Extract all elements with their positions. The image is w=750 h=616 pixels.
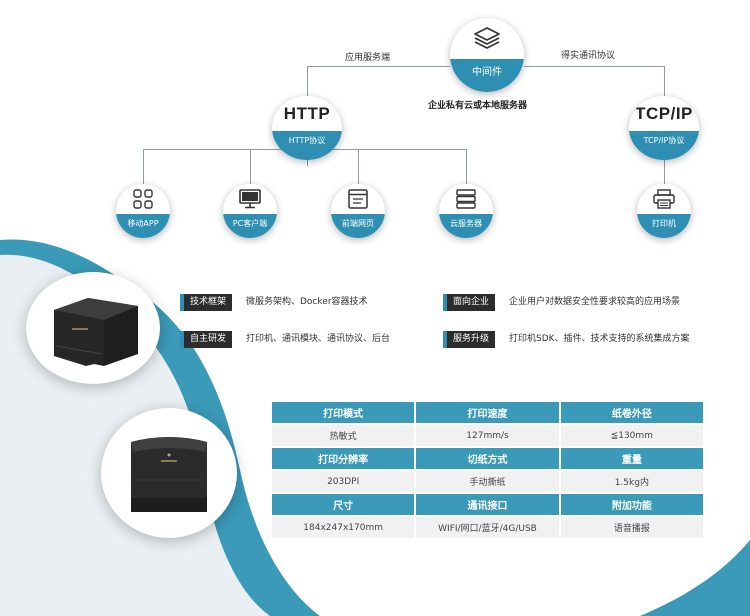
- middleware-caption: 企业私有云或本地服务器: [428, 101, 528, 111]
- spec-value-row: 184x247x170mm WIFI/网口/蓝牙/4G/USB 语音播报: [269, 515, 706, 540]
- printer-label: 打印机: [652, 218, 676, 228]
- connector: [143, 149, 144, 185]
- client-label: PC客户端: [232, 218, 268, 228]
- client-label: 云服务器: [450, 218, 482, 228]
- spec-table: 打印模式 打印速度 纸卷外径 热敏式 127mm/s ≦130mm 打印分辨率 …: [269, 400, 706, 540]
- client-node-pc: PC客户端: [223, 184, 277, 238]
- spec-header-cell: 纸卷外径: [558, 400, 706, 425]
- printer-icon: [653, 189, 675, 209]
- server-icon: [456, 189, 476, 209]
- feature-text: 微服务架构、Docker容器技术: [246, 297, 368, 307]
- http-node: HTTP HTTP协议: [272, 96, 342, 160]
- spec-value-row: 203DPI 手动撕纸 1.5kg内: [269, 469, 706, 494]
- spec-value-cell: 语音播报: [558, 515, 706, 540]
- printer-photo-bottom: [101, 408, 237, 538]
- edge-label-right: 得实通讯协议: [561, 51, 616, 61]
- client-label: 移动APP: [127, 218, 159, 228]
- client-node-cloud-server: 云服务器: [439, 184, 493, 238]
- connector: [250, 149, 251, 185]
- feature-tag: 服务升级: [443, 331, 496, 348]
- connector: [307, 66, 450, 67]
- middleware-label: 中间件: [472, 66, 502, 78]
- spec-value-cell: ≦130mm: [558, 423, 706, 448]
- label-printer-icon: [131, 437, 207, 512]
- spec-value-cell: 203DPI: [269, 469, 417, 494]
- spec-value-cell: 127mm/s: [414, 423, 561, 448]
- feature-text: 打印机、通讯模块、通讯协议、后台: [246, 334, 391, 344]
- spec-header-cell: 打印分辨率: [269, 446, 417, 471]
- monitor-icon: [239, 189, 261, 209]
- connector: [524, 66, 664, 67]
- edge-label-left: 应用服务端: [345, 53, 391, 63]
- spec-value-row: 热敏式 127mm/s ≦130mm: [269, 423, 706, 448]
- spec-value-cell: 184x247x170mm: [269, 515, 417, 540]
- connector: [307, 160, 308, 166]
- connector: [664, 66, 665, 100]
- spec-value-cell: WIFI/网口/蓝牙/4G/USB: [414, 515, 561, 540]
- feature-tag: 技术框架: [180, 294, 233, 311]
- spec-header-cell: 打印模式: [269, 400, 417, 425]
- app-grid-icon: [133, 189, 153, 209]
- http-label: HTTP协议: [288, 136, 326, 146]
- middleware-node: 中间件: [450, 18, 524, 92]
- label-printer-icon: [54, 298, 138, 366]
- feature-tag: 面向企业: [443, 294, 496, 311]
- client-node-mobile-app: 移动APP: [116, 184, 170, 238]
- connector: [466, 149, 467, 185]
- spec-value-cell: 手动撕纸: [414, 469, 561, 494]
- spec-header-cell: 附加功能: [558, 492, 706, 517]
- spec-header-row: 打印分辨率 切纸方式 重量: [269, 446, 706, 471]
- client-node-web: 前端网页: [331, 184, 385, 238]
- spec-header-cell: 通讯接口: [414, 492, 561, 517]
- spec-header-row: 打印模式 打印速度 纸卷外径: [269, 400, 706, 425]
- spec-header-cell: 切纸方式: [414, 446, 561, 471]
- spec-value-cell: 热敏式: [269, 423, 417, 448]
- connector: [358, 149, 359, 185]
- feature-text: 打印机SDK、插件、技术支持的系统集成方案: [509, 334, 690, 344]
- http-title: HTTP: [283, 103, 331, 123]
- tcp-node: TCP/IP TCP/IP协议: [629, 96, 699, 160]
- spec-value-cell: 1.5kg内: [558, 469, 706, 494]
- connector: [307, 66, 308, 100]
- connector: [664, 157, 665, 185]
- feature-text: 企业用户对数据安全性要求较高的应用场景: [509, 297, 681, 307]
- tcp-title: TCP/IP: [635, 103, 693, 123]
- spec-header-cell: 打印速度: [414, 400, 561, 425]
- spec-header-cell: 重量: [558, 446, 706, 471]
- spec-header-row: 尺寸 通讯接口 附加功能: [269, 492, 706, 517]
- tcp-label: TCP/IP协议: [643, 136, 685, 146]
- feature-tag: 自主研发: [180, 331, 233, 348]
- printer-node: 打印机: [637, 184, 691, 238]
- web-page-icon: [348, 189, 368, 209]
- spec-header-cell: 尺寸: [269, 492, 417, 517]
- client-label: 前端网页: [342, 218, 374, 228]
- stack-layers-icon: [474, 27, 500, 50]
- printer-photo-top: [26, 272, 160, 384]
